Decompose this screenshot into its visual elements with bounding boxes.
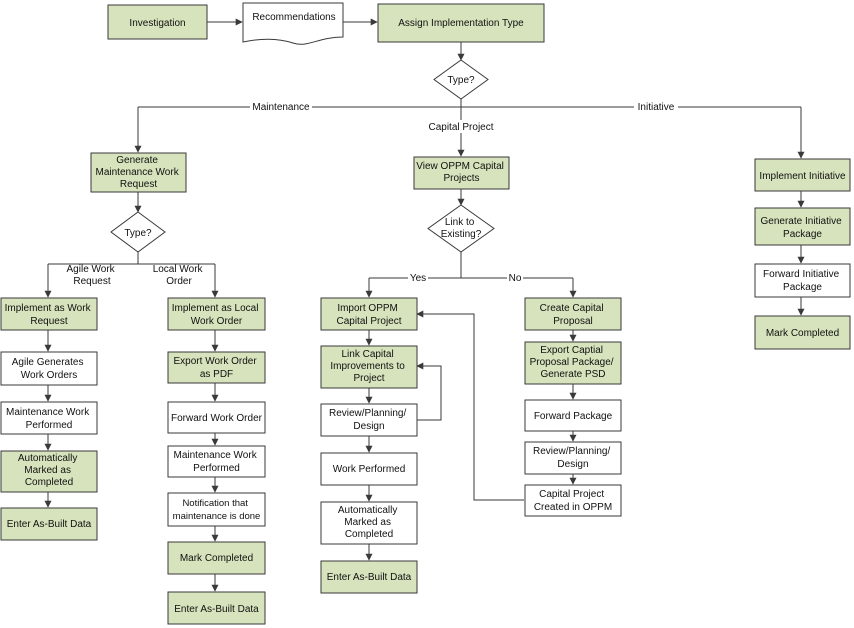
connector-review-loop	[416, 362, 442, 421]
node-automatically-marked-completed-a[interactable]: Automatically Marked as Completed	[0, 450, 98, 493]
node-maintenance-work-performed-b-label: Maintenance Work Performed	[174, 450, 260, 474]
node-assign-implementation-type-label: Assign Implementation Type	[398, 18, 524, 29]
node-export-capital-proposal-package[interactable]: Export Captial Proposal Package/ Generat…	[524, 341, 622, 385]
decision-type[interactable]: Type?	[433, 59, 489, 100]
edge-label-agile-work-request: Agile Work Request	[67, 264, 118, 287]
node-import-oppm-capital-project-label: Import OPPM Capital Project	[336, 303, 401, 327]
node-enter-as-built-data-a-label: Enter As-Built Data	[7, 519, 92, 530]
decision-link-to-existing[interactable]: Link to Existing?	[427, 204, 495, 253]
node-forward-package-label: Forward Package	[534, 411, 613, 422]
node-enter-as-built-data-c-label: Enter As-Built Data	[327, 572, 412, 583]
node-mark-completed-b[interactable]: Mark Completed	[167, 541, 266, 575]
edge-label-capital-project: Capital Project	[428, 122, 493, 133]
node-capital-project-created-in-oppm-label: Capital Project Created in OPPM	[534, 489, 612, 513]
node-export-work-order-pdf[interactable]: Export Work Order as PDF	[167, 351, 266, 384]
node-create-capital-proposal[interactable]: Create Capital Proposal	[524, 297, 622, 331]
node-maintenance-work-performed-b[interactable]: Maintenance Work Performed	[167, 445, 266, 478]
node-generate-initiative-package-label: Generate Initiative Package	[761, 216, 845, 240]
node-review-planning-design-d-label: Review/Planning/ Design	[533, 446, 613, 470]
node-notification-maintenance-done-label: Notification that maintenance is done	[173, 498, 261, 522]
node-maintenance-work-performed-a-label: Maintenance Work Performed	[6, 407, 92, 431]
node-implement-initiative-label: Implement Initiative	[759, 171, 846, 182]
node-forward-initiative-package-label: Forward Initiative Package	[763, 269, 842, 293]
node-work-performed-c[interactable]: Work Performed	[320, 452, 418, 486]
node-forward-initiative-package[interactable]: Forward Initiative Package	[754, 263, 851, 298]
decision-type-label: Type?	[447, 75, 475, 86]
node-implement-as-local-work-order-label: Implement as Local Work Order	[172, 303, 262, 327]
node-recommendations-document[interactable]: Recommendations	[242, 2, 344, 45]
node-notification-maintenance-done[interactable]: Notification that maintenance is done	[167, 492, 266, 527]
node-view-oppm-capital-projects-label: View OPPM Capital Projects	[416, 161, 506, 184]
node-generate-maintenance-work-request[interactable]: Generate Maintenance Work Request	[90, 152, 187, 193]
node-forward-work-order-label: Forward Work Order	[171, 413, 263, 424]
node-export-capital-proposal-package-label: Export Captial Proposal Package/ Generat…	[530, 345, 617, 380]
node-work-performed-c-label: Work Performed	[333, 464, 406, 475]
node-implement-as-work-request-label: Implement as Work Request	[5, 303, 94, 327]
node-implement-as-local-work-order[interactable]: Implement as Local Work Order	[167, 297, 266, 331]
node-generate-maintenance-work-request-label: Generate Maintenance Work Request	[96, 155, 182, 190]
node-export-work-order-pdf-label: Export Work Order as PDF	[174, 356, 260, 380]
node-agile-generates-work-orders[interactable]: Agile Generates Work Orders	[0, 351, 98, 386]
edge-label-local-work-order: Local Work Order	[153, 264, 206, 287]
node-automatically-marked-completed-c[interactable]: Automatically Marked as Completed	[320, 501, 418, 545]
edge-label-initiative: Initiative	[638, 102, 675, 113]
node-import-oppm-capital-project[interactable]: Import OPPM Capital Project	[320, 297, 418, 331]
node-enter-as-built-data-b-label: Enter As-Built Data	[174, 604, 259, 615]
node-implement-initiative[interactable]: Implement Initiative	[754, 158, 851, 192]
node-link-capital-improvements[interactable]: Link Capital Improvements to Project	[320, 345, 418, 389]
node-enter-as-built-data-b[interactable]: Enter As-Built Data	[167, 591, 266, 625]
node-maintenance-work-performed-a[interactable]: Maintenance Work Performed	[0, 401, 98, 435]
node-assign-implementation-type[interactable]: Assign Implementation Type	[377, 3, 545, 43]
node-generate-initiative-package[interactable]: Generate Initiative Package	[754, 207, 851, 246]
node-create-capital-proposal-label: Create Capital Proposal	[540, 303, 607, 327]
node-forward-package[interactable]: Forward Package	[524, 399, 622, 432]
node-automatically-marked-completed-a-label: Automatically Marked as Completed	[18, 453, 80, 488]
node-view-oppm-capital-projects[interactable]: View OPPM Capital Projects	[413, 156, 510, 190]
node-capital-project-created-in-oppm[interactable]: Capital Project Created in OPPM	[524, 484, 622, 517]
node-automatically-marked-completed-c-label: Automatically Marked as Completed	[338, 505, 400, 540]
edge-label-maintenance: Maintenance	[252, 102, 310, 113]
node-review-planning-design-c[interactable]: Review/Planning/ Design	[320, 403, 418, 437]
node-enter-as-built-data-c[interactable]: Enter As-Built Data	[320, 560, 418, 594]
edge-labels: Maintenance Capital Project Initiative A…	[67, 100, 678, 287]
node-initiative-mark-completed-label: Mark Completed	[766, 328, 839, 339]
connector-created-to-import	[416, 310, 524, 501]
node-review-planning-design-c-label: Review/Planning/ Design	[329, 408, 409, 432]
decision-type-maintenance[interactable]: Type?	[110, 211, 166, 253]
node-investigation-label: Investigation	[129, 18, 185, 29]
node-review-planning-design-d[interactable]: Review/Planning/ Design	[524, 441, 622, 475]
node-enter-as-built-data-a[interactable]: Enter As-Built Data	[0, 507, 98, 541]
decision-link-to-existing-label: Link to Existing?	[441, 217, 482, 240]
connectors	[44, 18, 805, 592]
node-initiative-mark-completed[interactable]: Mark Completed	[754, 315, 851, 350]
decision-type-maintenance-label: Type?	[124, 228, 152, 239]
node-forward-work-order[interactable]: Forward Work Order	[167, 401, 266, 434]
edge-label-no: No	[509, 273, 522, 284]
node-mark-completed-b-label: Mark Completed	[180, 553, 253, 564]
node-investigation[interactable]: Investigation	[107, 4, 208, 40]
node-agile-generates-work-orders-label: Agile Generates Work Orders	[12, 357, 87, 381]
node-recommendations-label: Recommendations	[252, 12, 335, 23]
node-link-capital-improvements-label: Link Capital Improvements to Project	[330, 349, 407, 384]
node-implement-as-work-request[interactable]: Implement as Work Request	[0, 297, 98, 331]
edge-label-yes: Yes	[410, 273, 426, 284]
